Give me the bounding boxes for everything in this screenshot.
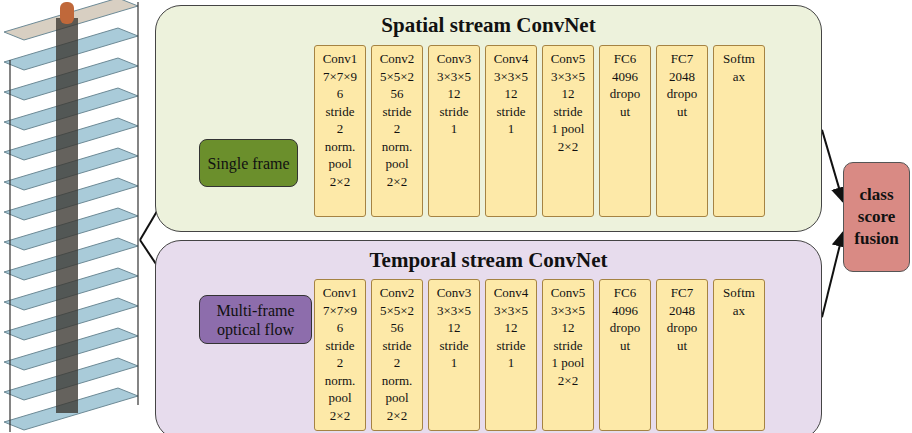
stack-edge-line	[9, 60, 10, 432]
box-label: Conv2 5×5×2 56 stride 2 norm. pool 2×2	[380, 284, 415, 424]
layer-box: Softm ax	[713, 279, 765, 431]
layer-box: Softm ax	[713, 45, 765, 217]
stream-panel: Temporal stream ConvNetMulti-frame optic…	[155, 240, 822, 433]
box-label: Conv1 7×7×9 6 stride 2 norm. pool 2×2	[323, 284, 358, 424]
box-label: Multi-frame optical flow	[204, 301, 307, 339]
layer-box: Conv1 7×7×9 6 stride 2 norm. pool 2×2	[314, 279, 366, 431]
input-box: Multi-frame optical flow	[199, 295, 312, 344]
box-label: Conv1 7×7×9 6 stride 2 norm. pool 2×2	[323, 50, 358, 190]
layer-box: Conv3 3×3×5 12 stride 1	[428, 45, 480, 217]
box-label: Conv5 3×3×5 12 stride 1 pool 2×2	[551, 284, 586, 389]
fusion-box: class score fusion	[843, 162, 910, 272]
layer-box: FC7 2048 dropo ut	[656, 45, 708, 217]
box-label: FC6 4096 dropo ut	[610, 284, 640, 354]
stack-edge-line	[137, 2, 138, 405]
box-label: FC6 4096 dropo ut	[610, 50, 640, 120]
box-label: Softm ax	[723, 50, 755, 85]
layer-box: FC6 4096 dropo ut	[599, 279, 651, 431]
box-label: Conv5 3×3×5 12 stride 1 pool 2×2	[551, 50, 586, 155]
box-label: Conv4 3×3×5 12 stride 1	[494, 284, 529, 372]
layer-box: FC7 2048 dropo ut	[656, 279, 708, 431]
box-label: Conv3 3×3×5 12 stride 1	[437, 284, 472, 372]
stream-panel: Spatial stream ConvNetSingle frame Conv1 …	[155, 5, 822, 232]
box-label: FC7 2048 dropo ut	[667, 284, 697, 354]
box-label: class score fusion	[854, 184, 898, 250]
panel-title: Temporal stream ConvNet	[156, 241, 821, 272]
connector-layer	[822, 130, 843, 317]
box-label: Conv3 3×3×5 12 stride 1	[437, 50, 472, 138]
layer-box: Conv2 5×5×2 56 stride 2 norm. pool 2×2	[371, 45, 423, 217]
box-label: Conv2 5×5×2 56 stride 2 norm. pool 2×2	[380, 50, 415, 190]
layer-box: Conv5 3×3×5 12 stride 1 pool 2×2	[542, 279, 594, 431]
flow-arrow	[822, 232, 843, 317]
box-label: Softm ax	[723, 284, 755, 319]
layer-box: Conv4 3×3×5 12 stride 1	[485, 279, 537, 431]
box-label: FC7 2048 dropo ut	[667, 50, 697, 120]
layer-box: FC6 4096 dropo ut	[599, 45, 651, 217]
video-frame-stack	[4, 0, 138, 432]
box-label: Conv4 3×3×5 12 stride 1	[494, 50, 529, 138]
panel-title: Spatial stream ConvNet	[156, 6, 821, 37]
layer-box: Conv3 3×3×5 12 stride 1	[428, 279, 480, 431]
person-head	[60, 2, 74, 24]
layer-box: Conv1 7×7×9 6 stride 2 norm. pool 2×2	[314, 45, 366, 217]
person-figure	[56, 18, 78, 413]
box-label: Single frame	[207, 154, 289, 173]
flow-arrow	[822, 130, 843, 202]
input-box: Single frame	[199, 139, 298, 187]
layer-box: Conv5 3×3×5 12 stride 1 pool 2×2	[542, 45, 594, 217]
layer-box: Conv4 3×3×5 12 stride 1	[485, 45, 537, 217]
layer-box: Conv2 5×5×2 56 stride 2 norm. pool 2×2	[371, 279, 423, 431]
